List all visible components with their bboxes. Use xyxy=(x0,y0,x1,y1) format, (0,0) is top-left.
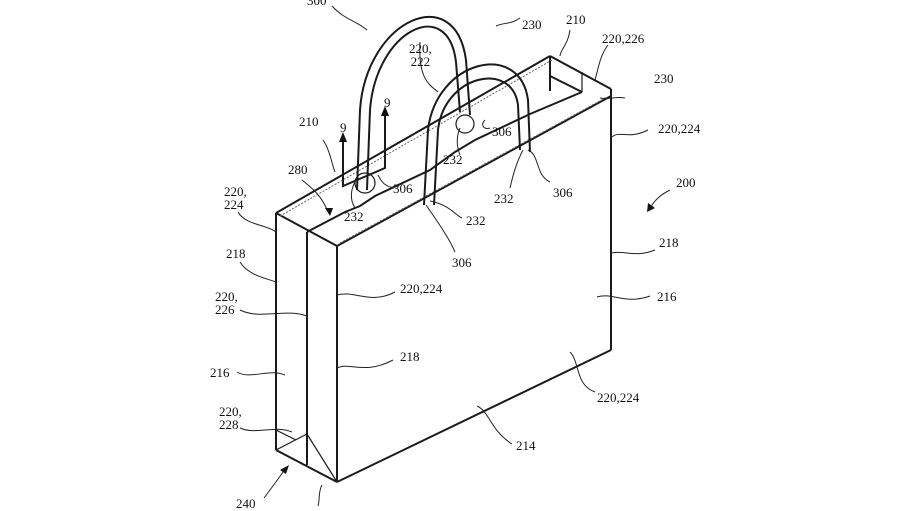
label-240: 240 xyxy=(236,496,256,511)
leader-214 xyxy=(476,405,513,445)
label-216-gusset: 216 xyxy=(210,365,230,380)
front-handle-inner xyxy=(433,77,521,206)
inner-back-rim xyxy=(549,75,583,93)
leader-228 xyxy=(239,427,293,433)
label-220-224-front: 220,224 xyxy=(400,281,443,296)
back-handle-outer xyxy=(356,16,471,191)
leader-210-back xyxy=(559,29,571,57)
label-210-back: 210 xyxy=(566,12,586,27)
leader-232-d xyxy=(509,149,524,189)
arrow-240-icon xyxy=(280,465,289,474)
label-306-c: 306 xyxy=(553,185,573,200)
leader-306-a xyxy=(377,174,395,189)
label-220-224-left: 220, 224 xyxy=(224,184,247,212)
leader-300 xyxy=(331,5,368,31)
label-300: 300 xyxy=(307,0,327,8)
leader-224-right xyxy=(611,129,649,138)
label-232-d: 232 xyxy=(494,191,514,206)
leader-218-left xyxy=(239,261,277,283)
label-232-a: 232 xyxy=(344,209,364,224)
label-210-front: 210 xyxy=(299,114,319,129)
bottom-front-edge xyxy=(336,349,612,483)
label-218-left: 218 xyxy=(226,246,246,261)
section-line-9 xyxy=(339,106,389,188)
label-220-224-right: 220,224 xyxy=(658,121,701,136)
leader-224-left xyxy=(237,211,277,233)
leader-lines xyxy=(236,5,671,506)
back-handle-inner xyxy=(366,25,461,191)
arrow-200-icon xyxy=(647,203,655,212)
label-306-b: 306 xyxy=(492,124,512,139)
leader-216-side xyxy=(596,295,651,300)
leader-218-right xyxy=(611,249,656,255)
label-220-228: 220, 228 xyxy=(219,404,242,432)
label-232-b: 232 xyxy=(443,152,463,167)
hatch-band-front xyxy=(339,96,608,244)
inner-fold-line xyxy=(306,91,583,233)
label-220-226-gusset: 220, 226 xyxy=(215,289,238,317)
section-arrow-left-icon xyxy=(339,132,347,142)
bag-body xyxy=(275,55,612,483)
leader-306-b xyxy=(482,119,491,129)
leader-226-gusset xyxy=(239,309,308,317)
handles xyxy=(354,16,531,206)
section-arrow-right-icon xyxy=(381,106,389,116)
label-230-top: 230 xyxy=(522,17,542,32)
label-220-222: 220, 222 xyxy=(409,41,432,69)
top-left-rim xyxy=(275,212,338,247)
bottom-gusset-fold xyxy=(275,433,338,483)
leader-210-front xyxy=(322,139,336,173)
bottom-left-edge xyxy=(275,449,338,483)
label-306-a: 306 xyxy=(393,181,413,196)
leader-232-b xyxy=(456,127,461,156)
leader-222 xyxy=(419,41,439,93)
label-section-9-left: 9 xyxy=(340,120,347,135)
label-230-right: 230 xyxy=(654,71,674,86)
label-section-9-right: 9 xyxy=(384,95,391,110)
label-214: 214 xyxy=(516,438,536,453)
label-280: 280 xyxy=(288,162,308,177)
section-line xyxy=(342,112,386,188)
leader-bottom-corner xyxy=(317,484,323,506)
label-306-d: 306 xyxy=(452,255,472,270)
top-right-rim xyxy=(549,55,612,90)
bottom-crease xyxy=(275,429,297,441)
leader-224-bottom xyxy=(569,351,596,393)
leader-224-front xyxy=(336,291,396,298)
leader-216-gusset xyxy=(236,371,286,376)
label-216-side: 216 xyxy=(657,289,677,304)
leader-232-a xyxy=(350,179,357,209)
label-232-c: 232 xyxy=(466,213,486,228)
leader-230-right xyxy=(599,96,626,100)
leader-top xyxy=(495,17,521,27)
front-handle-outer xyxy=(423,63,531,206)
leader-232-c xyxy=(429,200,463,219)
leader-218-front xyxy=(336,359,394,369)
handle-anchor-back xyxy=(455,114,475,134)
arrow-280-icon xyxy=(325,208,333,216)
label-218-right: 218 xyxy=(659,235,679,250)
label-220-224-bottom: 220,224 xyxy=(597,390,640,405)
leader-306-d xyxy=(425,204,456,253)
handle-anchor-front xyxy=(354,172,376,194)
label-218-front: 218 xyxy=(400,349,420,364)
leader-226-back xyxy=(594,44,609,81)
leader-200 xyxy=(649,189,671,209)
label-220-226-back: 220,226 xyxy=(602,31,645,46)
leader-240 xyxy=(263,467,287,499)
leader-306-c xyxy=(527,149,551,183)
top-front-rim xyxy=(336,95,612,247)
label-200: 200 xyxy=(676,175,696,190)
